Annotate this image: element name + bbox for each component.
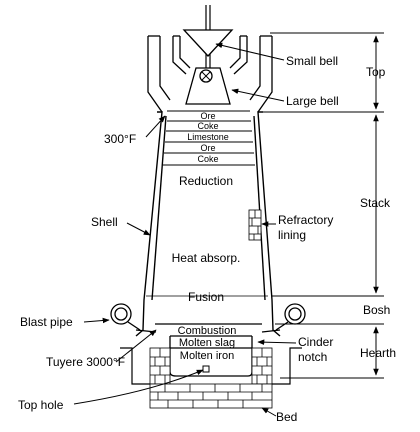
label-tuyere: Tuyere 3000°F — [46, 355, 125, 369]
brick-hearth — [149, 347, 273, 409]
label-bed: Bed — [276, 410, 297, 424]
label-small-bell: Small bell — [286, 54, 338, 68]
label-refractory-1: Refractory — [278, 213, 333, 227]
layer-coke-1: Coke — [197, 121, 218, 131]
foundation — [120, 347, 302, 385]
layer-ore-1: Ore — [200, 111, 215, 121]
zone-combustion: Combustion — [178, 325, 237, 337]
label-large-bell: Large bell — [286, 94, 339, 108]
zone-molten-iron: Molten iron — [180, 350, 234, 362]
section-brackets — [258, 32, 384, 379]
zone-heat-absorption: Heat absorp. — [172, 251, 241, 265]
layer-coke-2: Coke — [197, 154, 218, 164]
blast-pipe-right — [275, 303, 306, 331]
label-cinder-2: notch — [298, 350, 327, 364]
zone-reduction: Reduction — [179, 174, 233, 188]
label-top-hole: Top hole — [18, 398, 64, 412]
section-top: Top — [366, 65, 386, 79]
small-bell — [182, 29, 234, 57]
refractory-lining-bricks — [248, 209, 262, 241]
tap-hole — [202, 365, 210, 373]
label-refractory-2: lining — [278, 228, 306, 242]
layer-limestone: Limestone — [187, 132, 229, 142]
charge-layers — [163, 110, 255, 166]
layer-ore-2: Ore — [200, 143, 215, 153]
section-stack: Stack — [360, 196, 391, 210]
label-blast-pipe: Blast pipe — [20, 315, 73, 329]
label-cinder-1: Cinder — [298, 335, 333, 349]
label-top-temperature: 300°F — [104, 132, 136, 146]
callout-leaders — [73, 42, 297, 417]
blast-pipe-left — [110, 303, 141, 331]
zone-fusion: Fusion — [188, 290, 224, 304]
section-hearth: Hearth — [360, 346, 396, 360]
large-bell — [185, 67, 231, 105]
label-shell: Shell — [91, 215, 118, 229]
zone-molten-slag: Molten slag — [179, 337, 235, 349]
furnace-top — [147, 35, 273, 113]
section-bosh: Bosh — [363, 303, 390, 317]
